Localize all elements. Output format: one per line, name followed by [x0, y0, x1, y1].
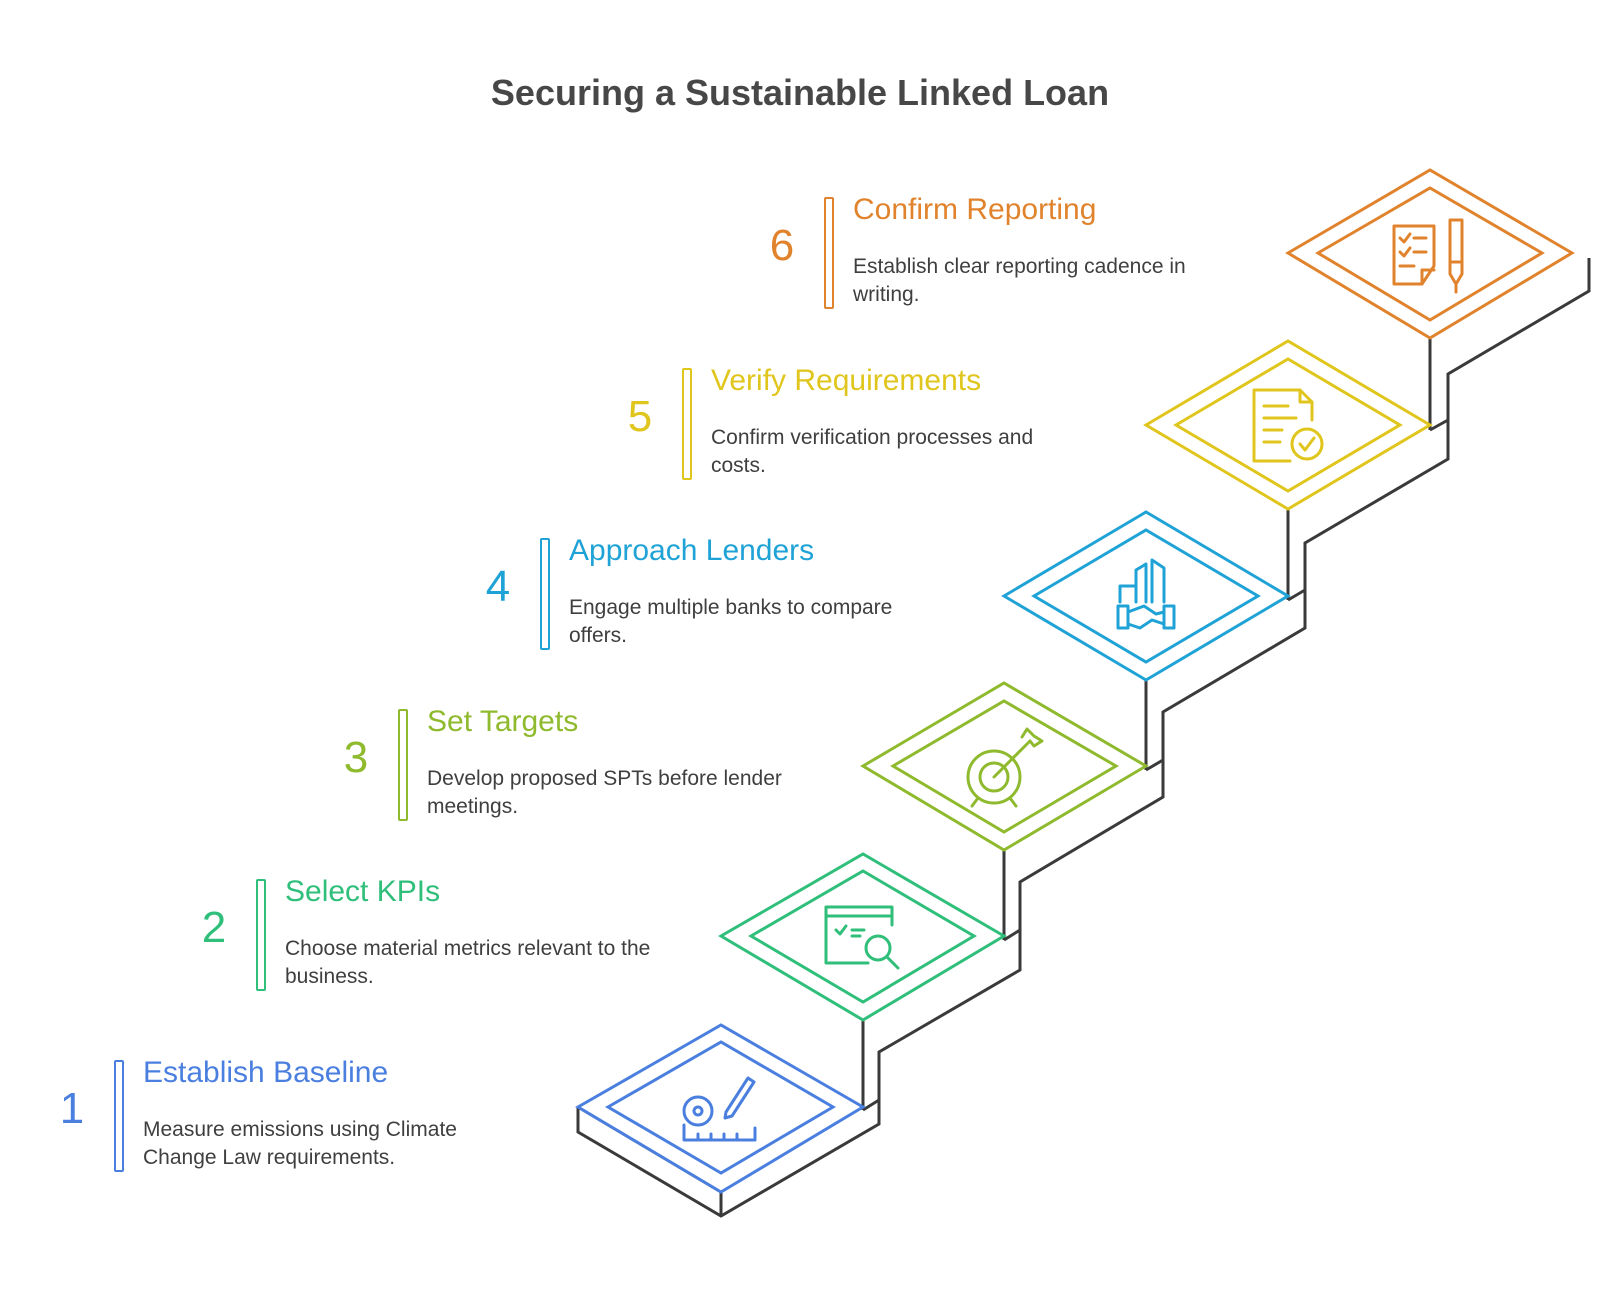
step-3: 3 Set Targets Develop proposed SPTs befo… [326, 705, 886, 829]
tile-step-1 [575, 1023, 866, 1194]
handshake-buildings-icon [1116, 558, 1176, 630]
step-5: 5 Verify Requirements Confirm verificati… [610, 364, 1170, 488]
step-4: 4 Approach Lenders Engage multiple banks… [468, 534, 1028, 658]
step-description: Measure emissions using Climate Change L… [143, 1118, 457, 1169]
step-number: 2 [201, 903, 227, 952]
tile-step-6 [1285, 168, 1575, 340]
step-heading: Verify Requirements [711, 364, 982, 397]
measuring-tape-pencil-icon [682, 1076, 757, 1142]
step-heading: Approach Lenders [569, 534, 815, 567]
tile-step-2 [718, 852, 1007, 1022]
step-description: Confirm verification processes and costs… [711, 426, 1034, 477]
step-description: Establish clear reporting cadence in wri… [853, 255, 1186, 306]
dashboard-magnifier-icon [824, 905, 900, 970]
step-heading: Select KPIs [285, 875, 441, 908]
step-accent-bar [824, 197, 834, 309]
step-number: 3 [343, 733, 369, 782]
step-heading: Set Targets [427, 705, 579, 738]
step-number: 6 [769, 221, 795, 270]
step-number: 1 [59, 1084, 85, 1133]
page-title: Securing a Sustainable Linked Loan [490, 72, 1110, 113]
step-accent-bar [398, 709, 408, 821]
checklist-pen-icon [1392, 218, 1464, 294]
step-heading: Establish Baseline [143, 1056, 389, 1089]
step-2: 2 Select KPIs Choose material metrics re… [184, 875, 744, 999]
step-accent-bar [256, 879, 266, 991]
target-arrow-icon [966, 727, 1044, 808]
step-heading: Confirm Reporting [853, 193, 1097, 226]
step-description: Develop proposed SPTs before lender meet… [427, 767, 782, 818]
step-accent-bar [540, 538, 550, 650]
step-number: 4 [485, 562, 511, 611]
step-accent-bar [682, 368, 692, 480]
step-number: 5 [627, 392, 653, 441]
step-1: 1 Establish Baseline Measure emissions u… [42, 1056, 602, 1180]
document-check-icon [1252, 388, 1324, 463]
step-accent-bar [114, 1060, 124, 1172]
tile-step-5 [1143, 339, 1433, 511]
step-6: 6 Confirm Reporting Establish clear repo… [752, 193, 1312, 317]
step-description: Engage multiple banks to compare offers. [569, 596, 893, 647]
step-description: Choose material metrics relevant to the … [285, 937, 651, 988]
